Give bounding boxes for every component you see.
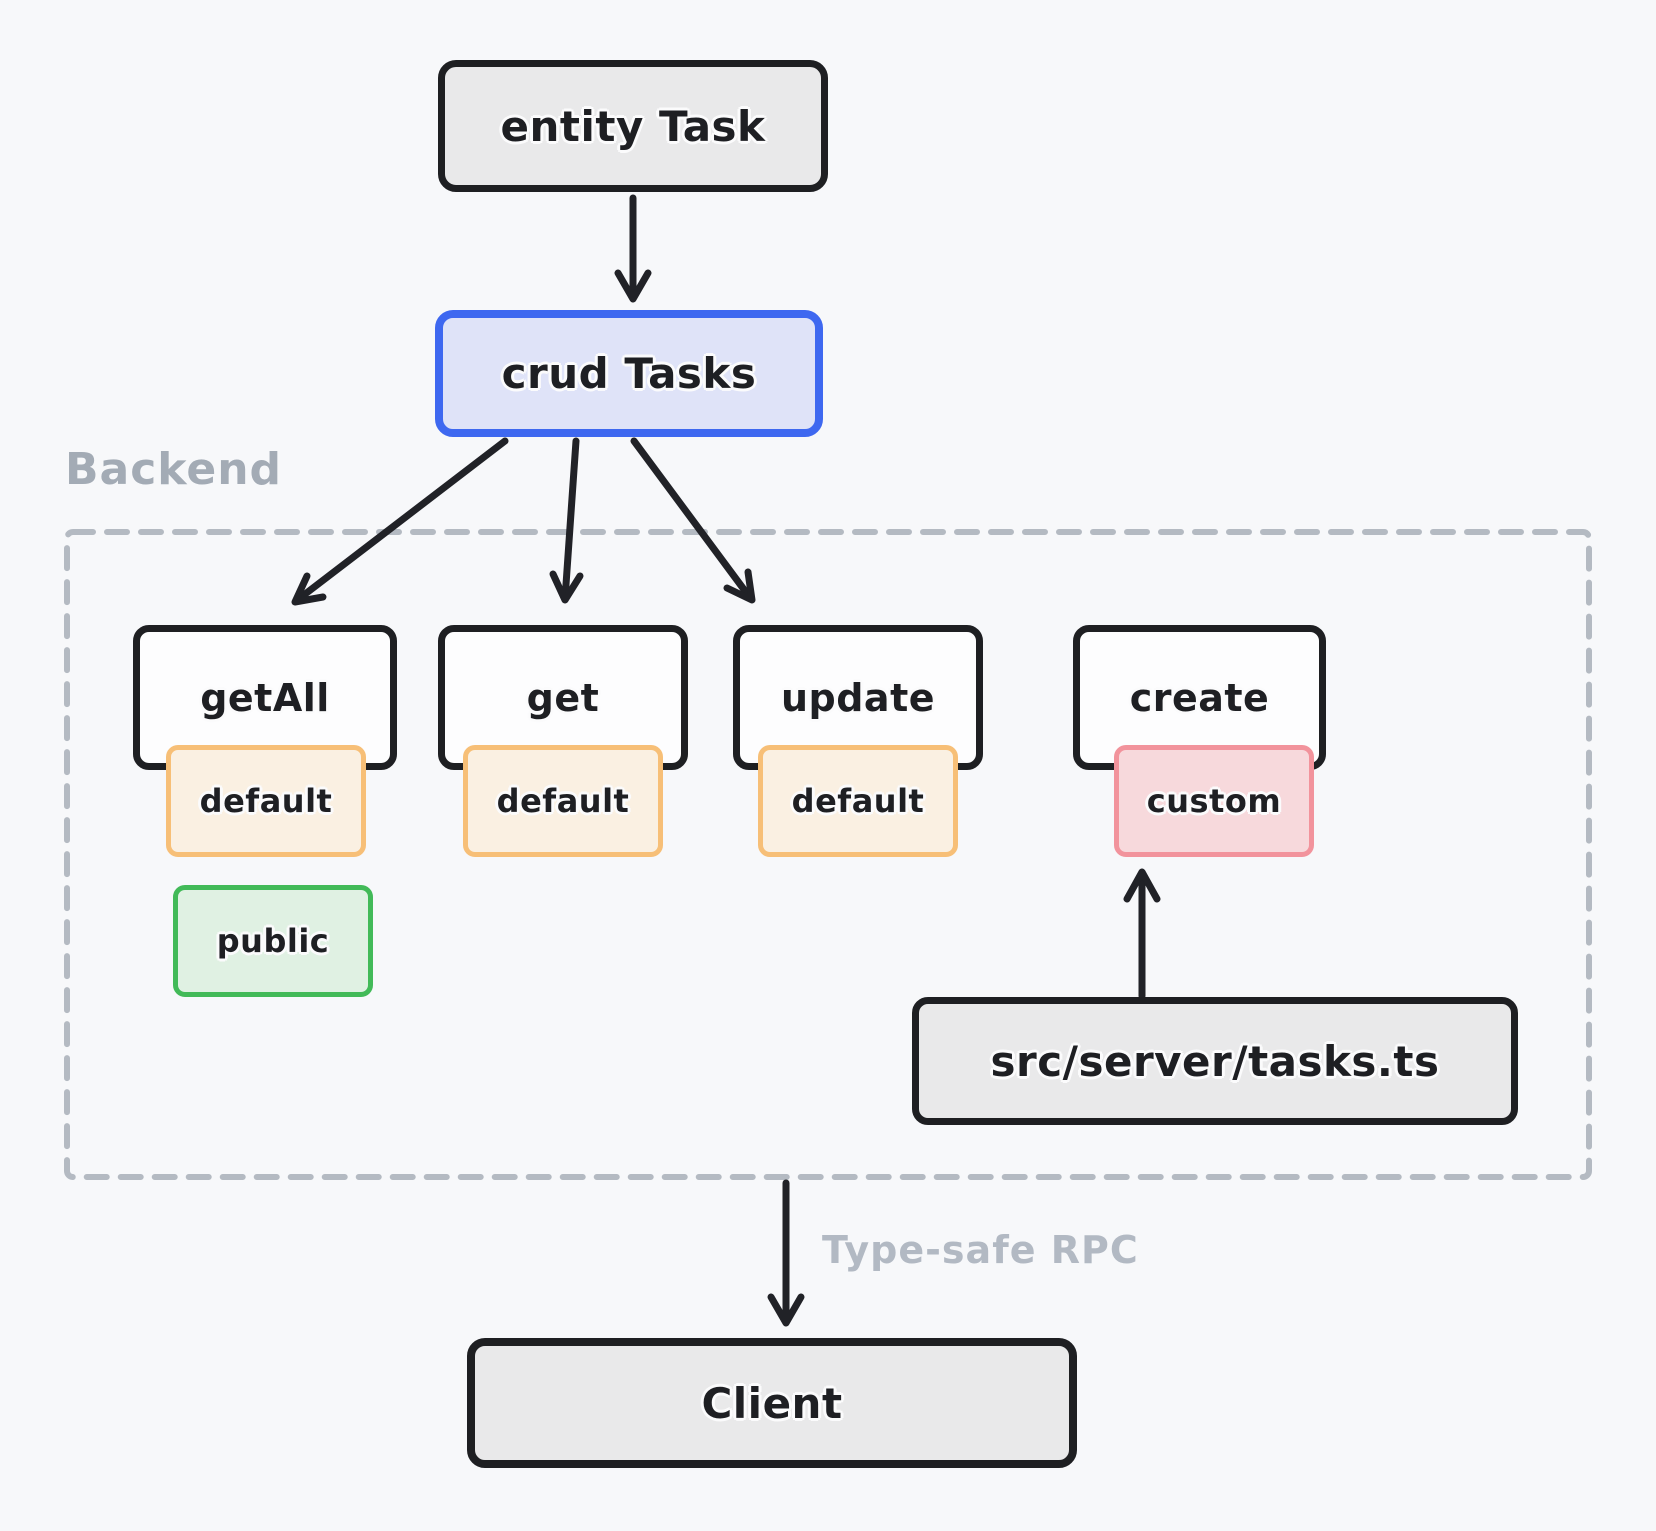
create-label: create (1129, 675, 1270, 720)
get-label: get (526, 675, 600, 720)
update-default-label: default (791, 782, 925, 820)
update-default-badge: default (758, 745, 958, 857)
arrow-crud-to-update (630, 437, 756, 604)
tasks-file-label: src/server/tasks.ts (990, 1036, 1440, 1086)
getall-node: getAll default public (133, 625, 397, 997)
update-node: update default (733, 625, 983, 857)
update-label: update (780, 675, 936, 720)
arrow-entity-to-crud (614, 194, 652, 303)
client-label: Client (701, 1378, 843, 1428)
getall-default-label: default (199, 782, 333, 820)
rpc-edge-label: Type-safe RPC (822, 1228, 1139, 1272)
get-default-badge: default (463, 745, 663, 857)
getall-label: getAll (200, 675, 330, 720)
client-node: Client (467, 1338, 1077, 1468)
arrow-tasksfile-to-custom (1123, 868, 1161, 1000)
crud-tasks-label: crud Tasks (501, 349, 757, 398)
create-custom-label: custom (1146, 782, 1282, 820)
entity-task-label: entity Task (500, 101, 766, 151)
backend-region-label: Backend (65, 444, 283, 495)
arrow-backend-to-client (767, 1179, 805, 1327)
getall-public-badge: public (173, 885, 373, 997)
arrow-crud-to-get (549, 437, 584, 604)
getall-default-badge: default (166, 745, 366, 857)
crud-tasks-node: crud Tasks (435, 310, 823, 437)
tasks-file-node: src/server/tasks.ts (912, 997, 1518, 1125)
arrow-crud-to-getall (291, 437, 509, 606)
get-default-label: default (496, 782, 630, 820)
getall-public-label: public (216, 922, 330, 960)
get-node: get default (438, 625, 688, 857)
create-node: create custom (1073, 625, 1326, 857)
create-custom-badge: custom (1114, 745, 1314, 857)
entity-task-node: entity Task (438, 60, 828, 192)
